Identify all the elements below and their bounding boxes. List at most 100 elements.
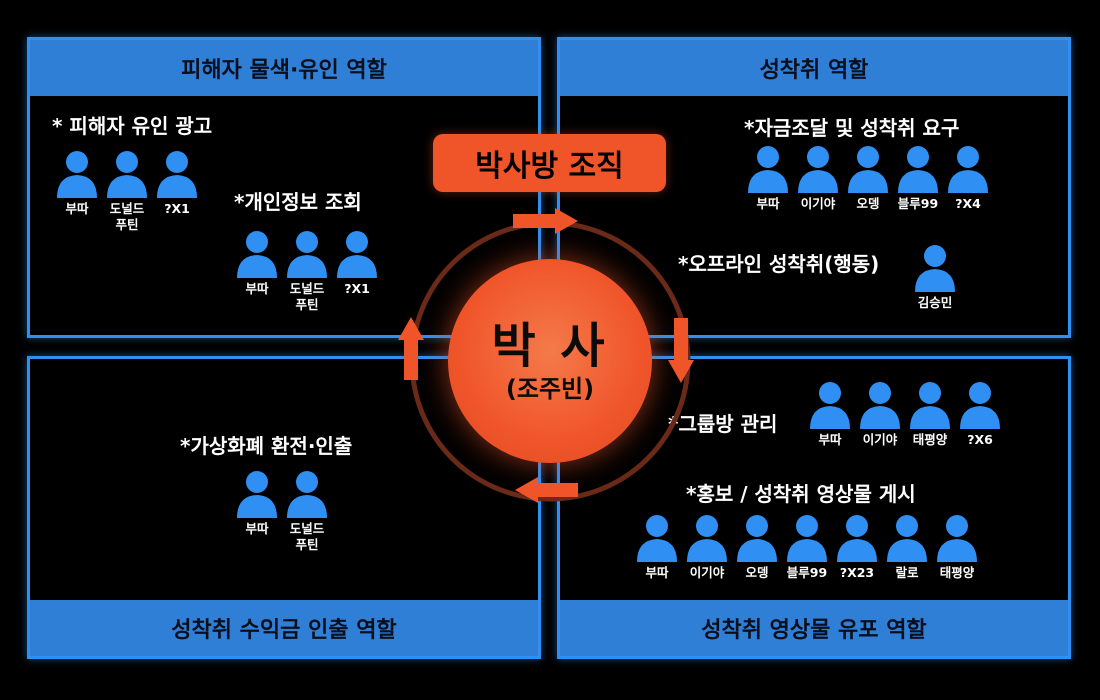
member: 부따 bbox=[805, 381, 855, 448]
member: 부따 bbox=[52, 150, 102, 233]
person-icon bbox=[107, 151, 147, 198]
person-icon bbox=[898, 146, 938, 193]
panel-video-distribution: 성착취 영상물 유포 역할 bbox=[557, 356, 1071, 659]
member: 이기야 bbox=[682, 514, 732, 581]
person-icon bbox=[960, 382, 1000, 429]
person-icon bbox=[287, 471, 327, 518]
group-title: *가상화폐 환전·인출 bbox=[180, 434, 353, 458]
arrow-left-icon bbox=[515, 477, 578, 503]
member: 오뎅 bbox=[843, 145, 893, 212]
person-icon bbox=[848, 146, 888, 193]
member: ?X4 bbox=[943, 145, 993, 212]
member: 이기야 bbox=[793, 145, 843, 212]
person-icon bbox=[237, 231, 277, 278]
member: 부따 bbox=[232, 470, 282, 553]
member-name: 이기야 bbox=[862, 432, 898, 447]
member-name: 부따 bbox=[245, 281, 269, 296]
member-list: 부따 이기야 오뎅 블루99 ?X23 랄로 태평양 bbox=[632, 514, 982, 581]
leader-name: 박 사 bbox=[491, 318, 609, 374]
member-name: 부따 bbox=[818, 432, 842, 447]
member: 도널드 푸틴 bbox=[102, 150, 152, 233]
member-name: ?X23 bbox=[839, 565, 875, 580]
member: 도널드 푸틴 bbox=[282, 230, 332, 313]
member-name: 랄로 bbox=[895, 565, 919, 580]
member-name: 도널드 푸틴 bbox=[289, 521, 325, 552]
person-icon bbox=[737, 515, 777, 562]
member-name: 오뎅 bbox=[856, 196, 880, 211]
group-title: *오프라인 성착취(행동) bbox=[678, 252, 880, 276]
member-list: 부따 이기야 태평양 ?X6 bbox=[805, 381, 1005, 448]
leader-circle: 박 사 (조주빈) bbox=[448, 259, 652, 463]
member-name: 이기야 bbox=[689, 565, 725, 580]
member-name: ?X6 bbox=[967, 432, 993, 447]
arrow-up-icon bbox=[398, 317, 424, 380]
member-name: 김승민 bbox=[917, 295, 953, 310]
arrow-right-icon bbox=[513, 208, 578, 234]
member-name: ?X4 bbox=[955, 196, 981, 211]
person-icon bbox=[748, 146, 788, 193]
person-icon bbox=[157, 151, 197, 198]
person-icon bbox=[787, 515, 827, 562]
member: ?X6 bbox=[955, 381, 1005, 448]
person-icon bbox=[915, 245, 955, 292]
member-name: 오뎅 bbox=[745, 565, 769, 580]
member: 블루99 bbox=[782, 514, 832, 581]
member-name: 이기야 bbox=[800, 196, 836, 211]
member: 도널드 푸틴 bbox=[282, 470, 332, 553]
member-name: ?X1 bbox=[344, 281, 370, 296]
member: 태평양 bbox=[932, 514, 982, 581]
person-icon bbox=[337, 231, 377, 278]
member: 부따 bbox=[232, 230, 282, 313]
arrow-down-icon bbox=[668, 318, 694, 383]
person-icon bbox=[837, 515, 877, 562]
member-name: ?X1 bbox=[164, 201, 190, 216]
member-list: 부따 도널드 푸틴 ?X1 bbox=[232, 230, 382, 313]
member: 김승민 bbox=[910, 244, 960, 311]
person-icon bbox=[887, 515, 927, 562]
member: ?X1 bbox=[152, 150, 202, 233]
person-icon bbox=[237, 471, 277, 518]
member-list: 김승민 bbox=[910, 244, 960, 311]
member: 태평양 bbox=[905, 381, 955, 448]
person-icon bbox=[860, 382, 900, 429]
member: 랄로 bbox=[882, 514, 932, 581]
member-list: 부따 이기야 오뎅 블루99 ?X4 bbox=[743, 145, 993, 212]
member-name: 부따 bbox=[245, 521, 269, 536]
person-icon bbox=[637, 515, 677, 562]
member: 이기야 bbox=[855, 381, 905, 448]
member: 부따 bbox=[743, 145, 793, 212]
group-title: *자금조달 및 성착취 요구 bbox=[744, 116, 960, 140]
group-title: * 피해자 유인 광고 bbox=[52, 114, 213, 138]
member: ?X23 bbox=[832, 514, 882, 581]
group-title: *개인정보 조회 bbox=[234, 190, 362, 214]
person-icon bbox=[57, 151, 97, 198]
panel-proceeds-withdrawal: 성착취 수익금 인출 역할 bbox=[27, 356, 541, 659]
person-icon bbox=[948, 146, 988, 193]
org-title-badge: 박사방 조직 bbox=[433, 134, 666, 192]
member-name: 도널드 푸틴 bbox=[109, 201, 145, 232]
member: 블루99 bbox=[893, 145, 943, 212]
group-title: *그룹방 관리 bbox=[668, 412, 778, 436]
member-list: 부따 도널드 푸틴 bbox=[232, 470, 332, 553]
person-icon bbox=[937, 515, 977, 562]
panel-header: 성착취 영상물 유포 역할 bbox=[560, 600, 1068, 656]
panel-header: 성착취 수익금 인출 역할 bbox=[30, 600, 538, 656]
member-name: 블루99 bbox=[897, 196, 939, 211]
person-icon bbox=[687, 515, 727, 562]
person-icon bbox=[810, 382, 850, 429]
leader-alias: (조주빈) bbox=[505, 375, 595, 403]
member-name: 부따 bbox=[645, 565, 669, 580]
group-title: *홍보 / 성착취 영상물 게시 bbox=[686, 482, 916, 506]
person-icon bbox=[798, 146, 838, 193]
member-name: 태평양 bbox=[912, 432, 948, 447]
member: ?X1 bbox=[332, 230, 382, 313]
panel-header: 피해자 물색·유인 역할 bbox=[30, 40, 538, 96]
member-name: 부따 bbox=[65, 201, 89, 216]
member-name: 부따 bbox=[756, 196, 780, 211]
person-icon bbox=[910, 382, 950, 429]
member-name: 태평양 bbox=[939, 565, 975, 580]
member-name: 블루99 bbox=[786, 565, 828, 580]
person-icon bbox=[287, 231, 327, 278]
member-name: 도널드 푸틴 bbox=[289, 281, 325, 312]
